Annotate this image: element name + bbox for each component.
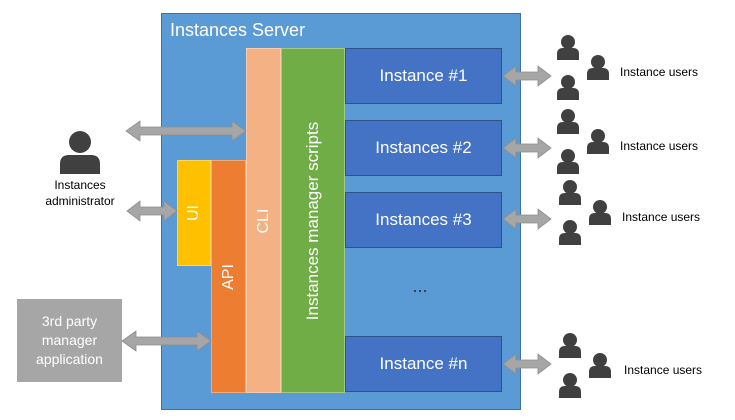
instances-ellipsis: ... bbox=[412, 276, 428, 296]
instance-box-2: Instances #2 bbox=[345, 120, 502, 176]
cli-layer: CLI bbox=[246, 48, 281, 393]
users-label-3: Instance users bbox=[622, 210, 701, 224]
users-group-icon-2 bbox=[557, 109, 609, 174]
administrator-label: Instances administrator bbox=[45, 178, 115, 208]
users-label-n: Instance users bbox=[624, 363, 703, 377]
instance-box-3: Instances #3 bbox=[345, 192, 502, 248]
users-group-icon-3 bbox=[559, 180, 611, 245]
users-label-2: Instance users bbox=[620, 139, 699, 153]
arrow-instance-3-users bbox=[502, 208, 552, 230]
ui-layer: UI bbox=[177, 160, 211, 266]
users-group-icon-1 bbox=[557, 35, 609, 100]
server-title: Instances Server bbox=[170, 20, 306, 40]
manager-scripts-layer: Instances manager scripts bbox=[281, 48, 345, 393]
api-layer: API bbox=[211, 160, 246, 393]
arrow-admin-cli bbox=[125, 120, 247, 142]
arrow-instance-1-users bbox=[502, 65, 552, 87]
users-group-icon-n bbox=[559, 333, 611, 398]
instance-box-n: Instance #n bbox=[345, 336, 502, 392]
arrow-admin-ui bbox=[126, 200, 178, 222]
arrow-instance-n-users bbox=[502, 353, 552, 375]
users-label-1: Instance users bbox=[620, 65, 699, 79]
arrow-instance-2-users bbox=[502, 137, 552, 159]
instance-box-1: Instance #1 bbox=[345, 48, 502, 104]
arrow-thirdparty-api bbox=[121, 330, 212, 352]
administrator-person-icon bbox=[60, 131, 100, 174]
third-party-manager-app: 3rd party manager application bbox=[17, 299, 122, 382]
